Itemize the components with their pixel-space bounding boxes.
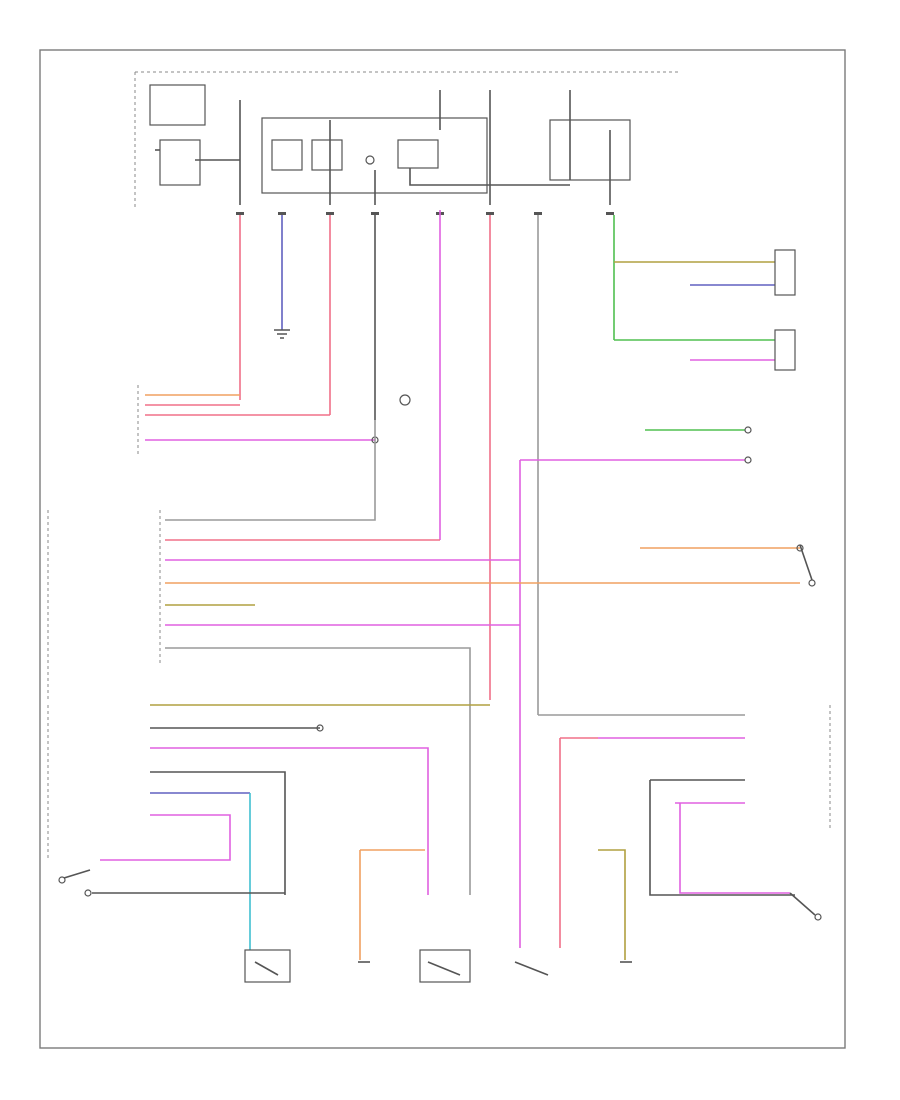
body-control-module <box>47 420 800 895</box>
relay-left-lower <box>159 139 201 186</box>
right-module-lower <box>538 705 831 948</box>
wire-olive-lower <box>598 849 626 960</box>
left-module-lower <box>47 704 490 950</box>
wire-orange-lower <box>359 849 425 960</box>
relay-right <box>549 119 631 181</box>
bottom-device-2 <box>419 949 471 983</box>
sensor-right-upper <box>614 249 796 371</box>
relay-left <box>149 84 206 126</box>
bottom-device-1 <box>244 949 291 983</box>
fuse-relay-box <box>134 71 680 210</box>
ground-icon <box>274 329 290 339</box>
left-module-upper <box>137 385 411 455</box>
fuse-box-connector-row <box>236 212 614 215</box>
switch-left-lower <box>58 869 285 897</box>
diagram-frame <box>39 49 846 1049</box>
bottom-device-3 <box>514 625 549 976</box>
door-switch-right-upper <box>640 544 816 587</box>
